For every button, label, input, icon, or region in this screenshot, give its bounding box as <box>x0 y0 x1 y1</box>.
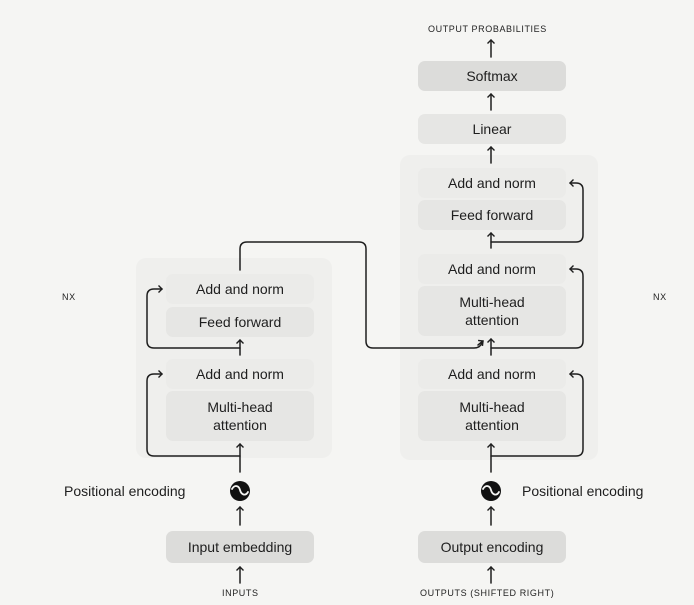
encoder-residual-2 <box>146 285 241 349</box>
positional-encoding-left-label: Positional encoding <box>64 483 186 499</box>
decoder-feed-forward: Feed forward <box>418 200 566 230</box>
encoder-residual-1 <box>146 370 241 457</box>
nx-right-label: NX <box>653 292 667 302</box>
positional-encoding-icon <box>481 481 501 501</box>
encoder-to-decoder-connection <box>239 241 483 349</box>
decoder-add-norm-1: Add and norm <box>418 359 566 389</box>
encoder-attention: Multi-head attention <box>166 391 314 441</box>
input-embedding-box: Input embedding <box>166 531 314 563</box>
encoder-feed-forward: Feed forward <box>166 307 314 337</box>
decoder-masked-attention: Multi-head attention <box>418 391 566 441</box>
decoder-residual-2 <box>490 265 584 349</box>
decoder-cross-attention: Multi-head attention <box>418 286 566 336</box>
output-probabilities-label: OUTPUT PROBABILITIES <box>428 24 547 34</box>
outputs-shifted-label: OUTPUTS (SHIFTED RIGHT) <box>420 588 555 598</box>
softmax-box: Softmax <box>418 61 566 91</box>
decoder-residual-1 <box>490 370 584 457</box>
nx-left-label: NX <box>62 292 76 302</box>
inputs-label: INPUTS <box>222 588 259 598</box>
positional-encoding-icon <box>230 481 250 501</box>
linear-box: Linear <box>418 114 566 144</box>
decoder-add-norm-2: Add and norm <box>418 254 566 284</box>
decoder-add-norm-3: Add and norm <box>418 168 566 198</box>
encoder-add-norm-2: Add and norm <box>166 274 314 304</box>
decoder-residual-3 <box>490 179 584 243</box>
output-encoding-box: Output encoding <box>418 531 566 563</box>
encoder-add-norm-1: Add and norm <box>166 359 314 389</box>
positional-encoding-right-label: Positional encoding <box>522 483 644 499</box>
